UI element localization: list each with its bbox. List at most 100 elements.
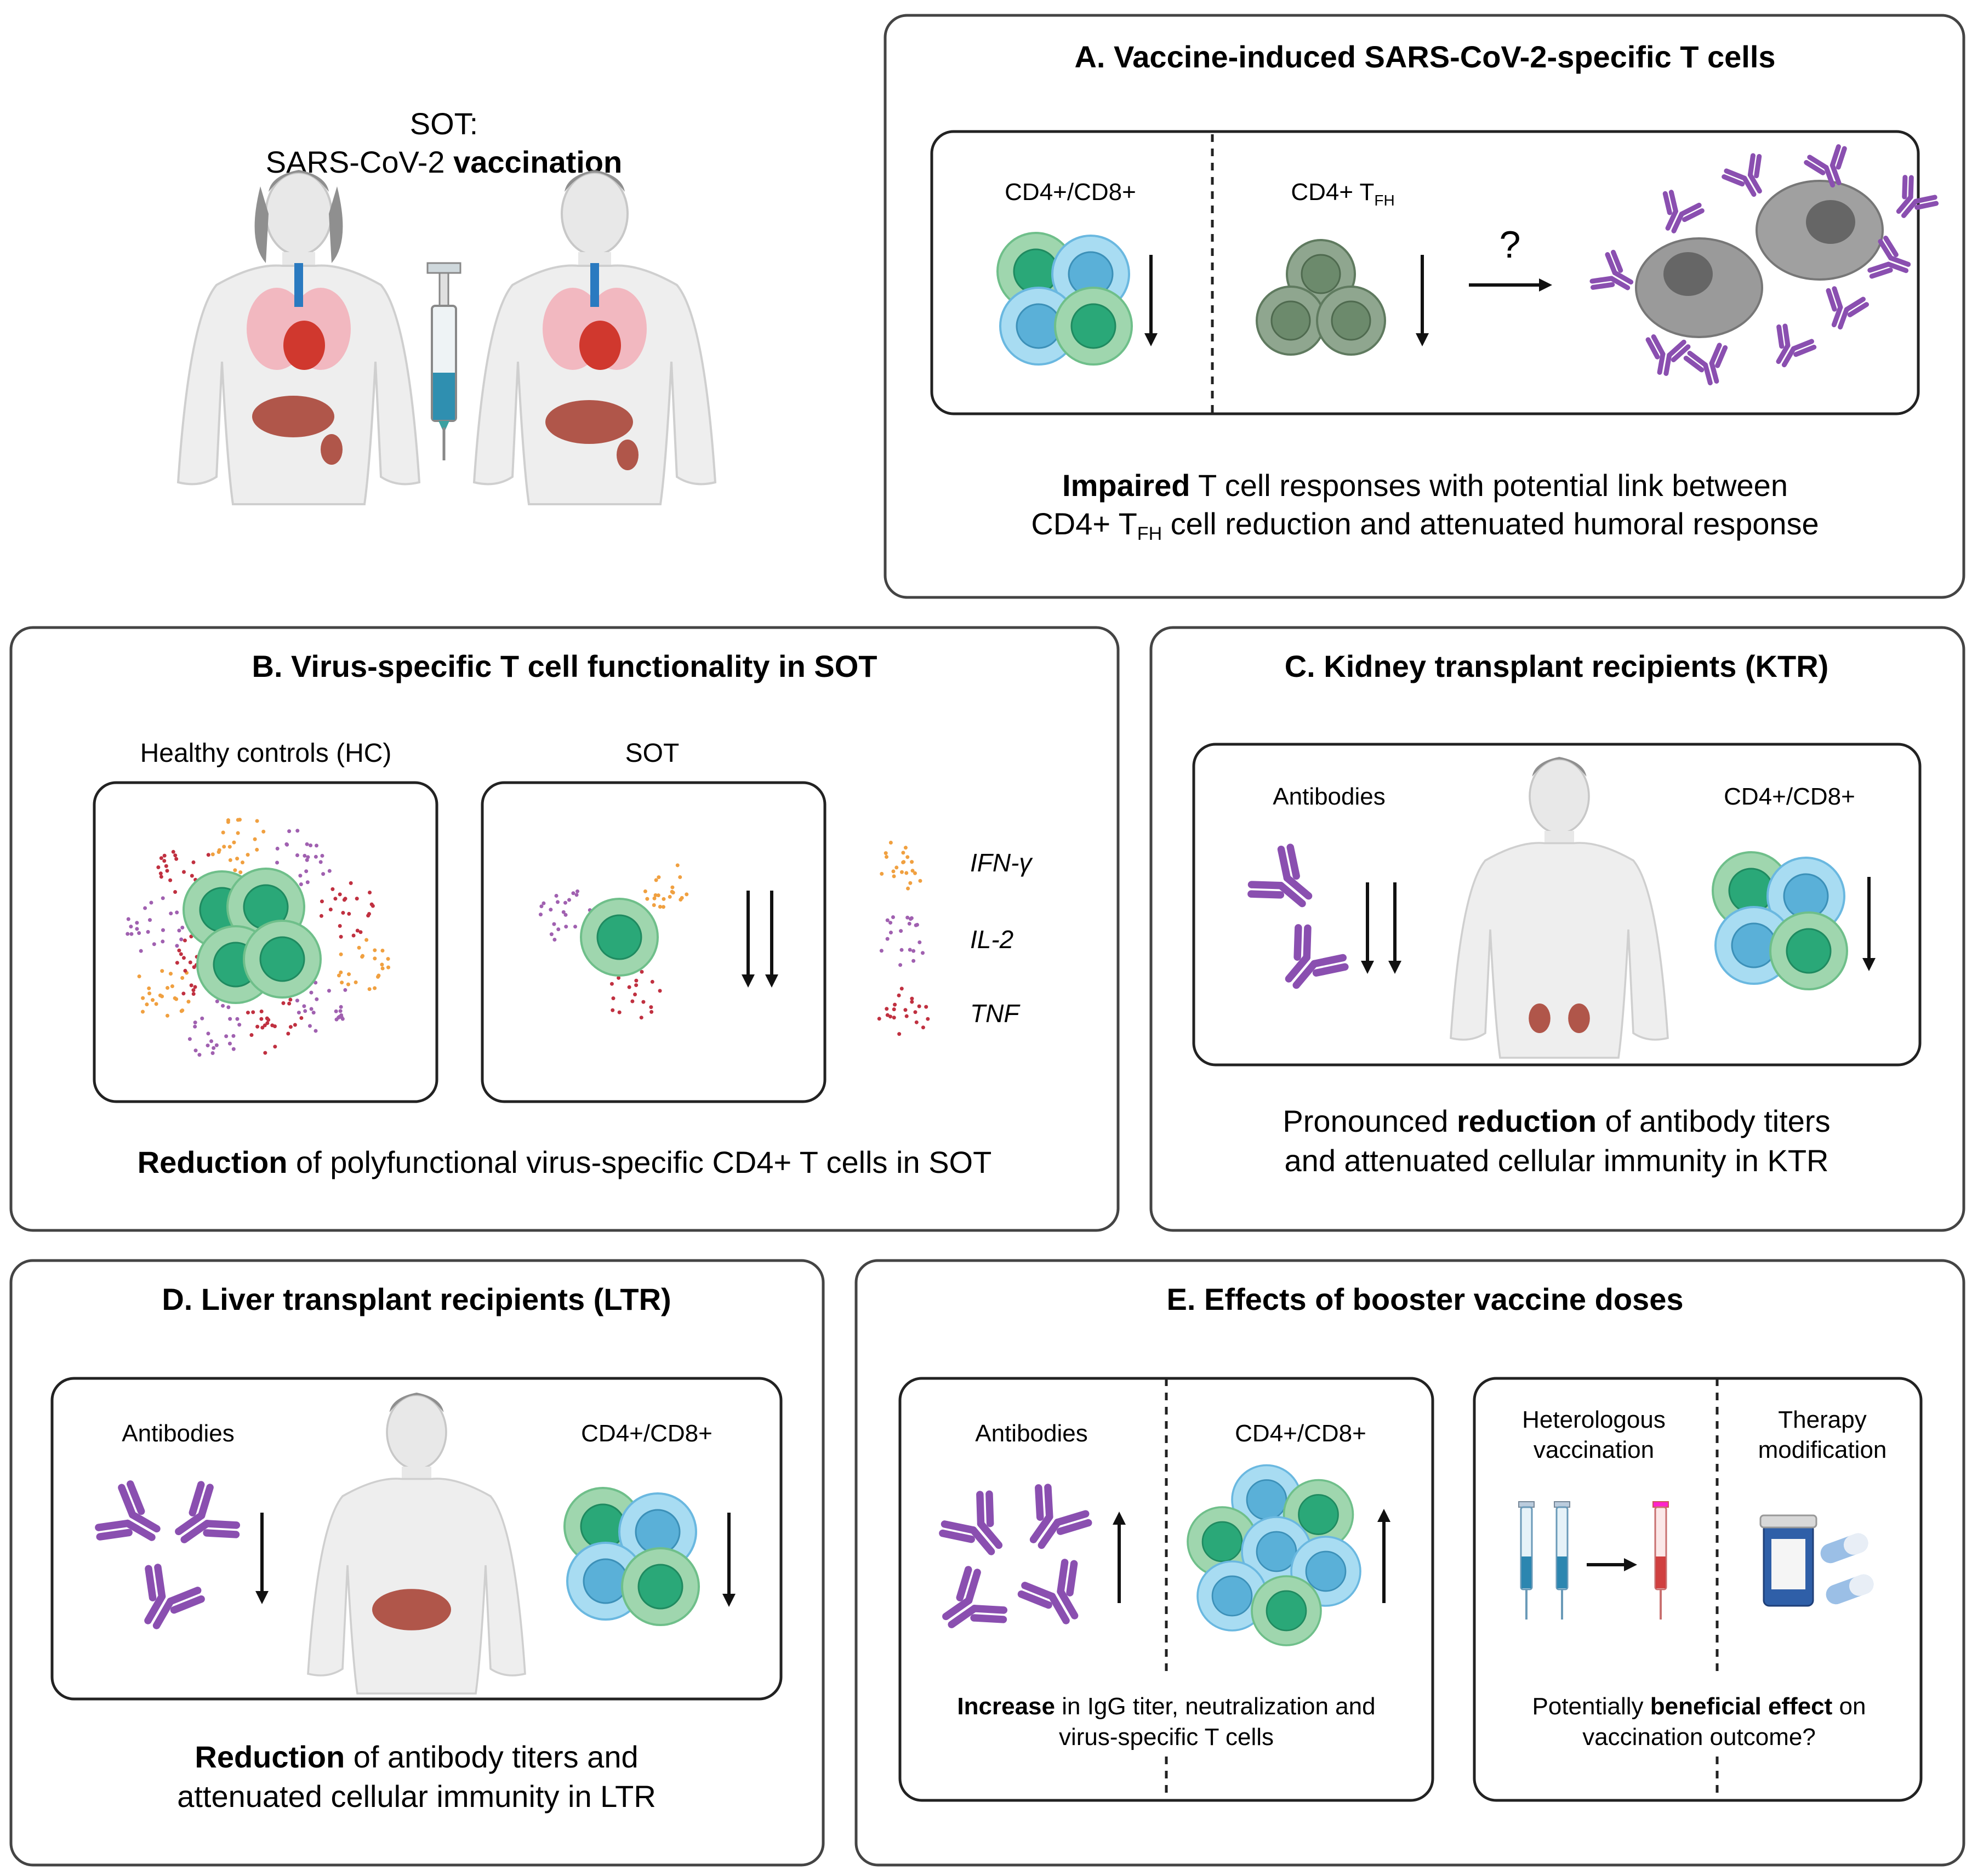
cytokine-dot [177,928,181,933]
cytokine-dot [368,891,372,895]
legend-ifn: IFN-γ [970,848,1033,877]
cytokine-dot [611,1008,615,1012]
blue-syringe-icon [1518,1501,1570,1620]
cytokine-dot [227,1041,232,1046]
cytokine-dot [675,863,680,868]
cytokine-dot [263,1023,267,1028]
cytokine-dot [380,966,385,971]
cytokine-dot [221,1003,225,1008]
cytokine-dot [253,837,257,841]
panel-c-cells-label: CD4+/CD8+ [1724,783,1855,810]
cytokine-dot [255,847,259,852]
cytokine-dot [237,1023,242,1027]
cytokine-dot [126,917,130,921]
cytokine-dot [217,848,221,852]
cytokine-dot [539,904,544,909]
cytokine-dot [159,875,163,879]
cytokine-dot [354,980,358,984]
cytokine-dot [214,1043,219,1047]
cytokine-dot [140,1010,145,1014]
panel-a-caption-line2: CD4+ TFH cell reduction and attenuated h… [1031,506,1819,544]
cytokine-dot [210,852,215,857]
cytokine-dot [171,849,175,854]
cytokine-dot [340,1017,345,1021]
cytokine-dot [175,961,179,965]
cytokine-dot [183,938,187,943]
panel-b-caption: Reduction of polyfunctional virus-specif… [138,1145,992,1179]
cytokine-dot [668,894,672,899]
cytokine-dot [309,990,314,995]
cytokine-dot [330,887,335,891]
cytokine-dot [877,1017,881,1021]
cytokine-dot [170,984,174,989]
cytokine-dot [556,927,561,932]
cytokine-dot [295,829,300,833]
cytokine-dot [657,875,661,880]
cytokine-dot [910,869,915,873]
cytokine-dot [295,853,299,857]
cytokine-dot [364,938,369,942]
cytokine-dot [314,1029,318,1033]
cytokine-dot [212,1046,216,1050]
cytokine-dot [914,923,918,927]
panel-c-caption-line2: and attenuated cellular immunity in KTR [1285,1143,1829,1178]
cytokine-dot [235,857,240,861]
cytokine-dot [649,1010,654,1014]
cytokine-dot [137,931,141,936]
cytokine-dot [304,869,309,874]
cytokine-dot [917,940,922,944]
cytokine-dot [884,851,888,856]
cytokine-dot [320,899,324,904]
cytokine-dot [287,1001,292,1006]
cytokine-dot [899,870,904,874]
cytokine-dot [380,949,385,953]
cytokine-dot [905,915,910,920]
cytokine-dot [164,864,168,868]
cytokine-dot [685,892,689,897]
cytokine-dot [885,1007,889,1011]
cytokine-dot [358,930,363,934]
cytokine-dot [574,893,579,897]
cytokine-dot [339,970,343,974]
cytokine-dot [554,893,558,898]
panel-d-title: D. Liver transplant recipients (LTR) [162,1282,671,1316]
body-silhouette-icon [307,1392,526,1695]
cytokine-dot [298,874,303,878]
cytokine-dot [904,871,909,875]
cytokine-dot [246,853,250,857]
body-silhouette-icon [1450,756,1669,1059]
sot-label: SOT [625,739,680,768]
cytokine-dot [885,937,890,941]
cytokine-dot [908,948,912,952]
cytokine-dot [149,900,153,905]
cytokine-dot [135,927,139,931]
cytokine-dot [161,896,165,900]
cytokine-dot [309,1007,314,1011]
cytokine-dot [173,853,178,858]
cytokine-dot [355,897,359,901]
cytokine-dot [879,949,884,953]
intro-line1: SOT: [410,106,478,141]
cytokine-dot [193,1024,197,1029]
cytokine-dot [567,898,572,902]
cytokine-dot [174,997,179,1001]
cytokine-dot [255,1024,260,1029]
cytokine-dot [180,926,185,930]
cytokine-dot [340,980,344,985]
cytokine-dot [165,869,169,873]
cytokine-dot [181,991,186,996]
cytokine-dot [126,932,130,936]
t-cell-cluster-icon [1712,851,1848,990]
cytokine-dot [197,1053,202,1057]
cytokine-dot [885,1013,890,1017]
cytokine-dot [538,913,543,917]
cytokine-dot [240,860,244,865]
cytokine-dot [303,853,307,858]
antibody-icon [931,1483,1097,1645]
panel-e-right-caption-line1: Potentially beneficial effect on [1532,1693,1866,1720]
cytokine-dot [129,932,134,936]
cytokine-dot [386,957,390,961]
cytokine-dot [193,1020,197,1025]
cytokine-dot [318,860,323,864]
cytokine-dot [187,1037,192,1041]
